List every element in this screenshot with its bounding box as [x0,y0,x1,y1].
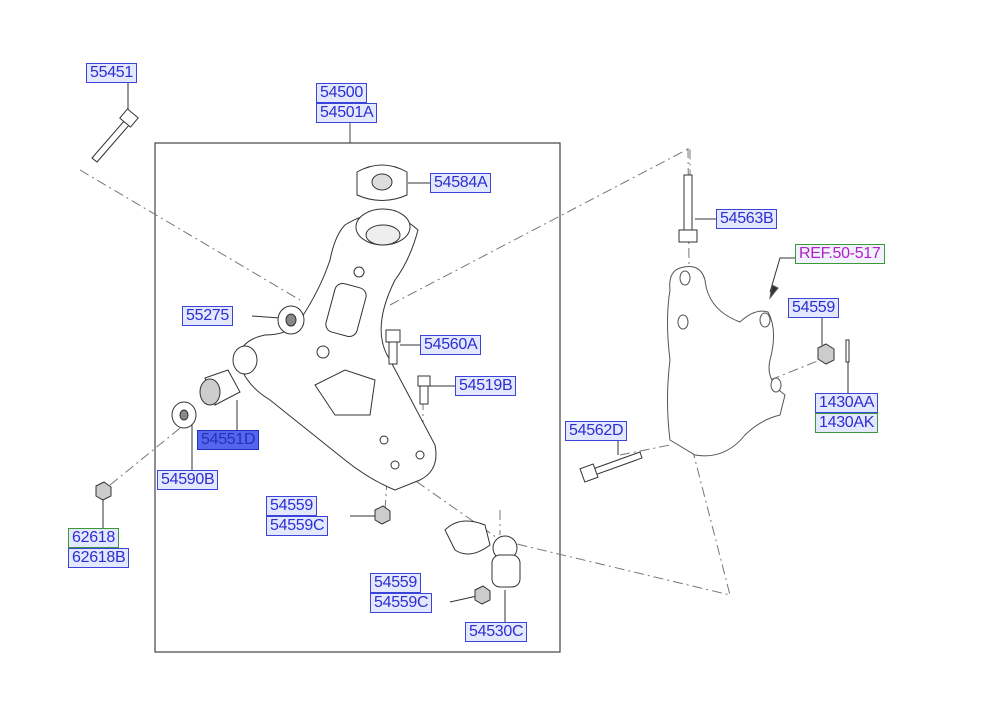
part-label-54519B[interactable]: 54519B [455,376,517,396]
bushing-54584A [356,164,408,201]
reference-label[interactable]: REF.50-517 [795,244,885,264]
part-label-54501A[interactable]: 54501A [316,103,378,123]
part-label-54562D[interactable]: 54562D [565,421,628,441]
part-label-55275[interactable]: 55275 [182,306,233,326]
part-label-1430AK[interactable]: 1430AK [815,413,879,433]
part-label-54590B[interactable]: 54590B [157,470,219,490]
ball-joint-54530C [444,520,521,588]
part-label-54563B[interactable]: 54563B [716,209,778,229]
part-label-62618[interactable]: 62618 [68,528,119,548]
bolt-55451 [91,108,139,163]
part-label-54530C[interactable]: 54530C [465,622,528,642]
part-label-54500[interactable]: 54500 [316,83,367,103]
assembly-frame [154,142,561,653]
part-label-54559C[interactable]: 54559C [370,593,433,613]
part-label-54584A[interactable]: 54584A [430,173,492,193]
steering-knuckle [667,266,786,457]
part-label-54559[interactable]: 54559 [788,298,839,318]
part-label-54560A[interactable]: 54560A [420,335,482,355]
part-label-54559[interactable]: 54559 [370,573,421,593]
part-label-54559[interactable]: 54559 [266,496,317,516]
part-label-62618B[interactable]: 62618B [68,548,130,568]
part-label-54559C[interactable]: 54559C [266,516,329,536]
lower-control-arm [232,208,437,491]
part-label-55451[interactable]: 55451 [86,63,137,83]
bushing-54551D [199,369,241,406]
part-label-1430AA[interactable]: 1430AA [815,393,879,413]
part-label-54551D-selected[interactable]: 54551D [197,430,260,450]
